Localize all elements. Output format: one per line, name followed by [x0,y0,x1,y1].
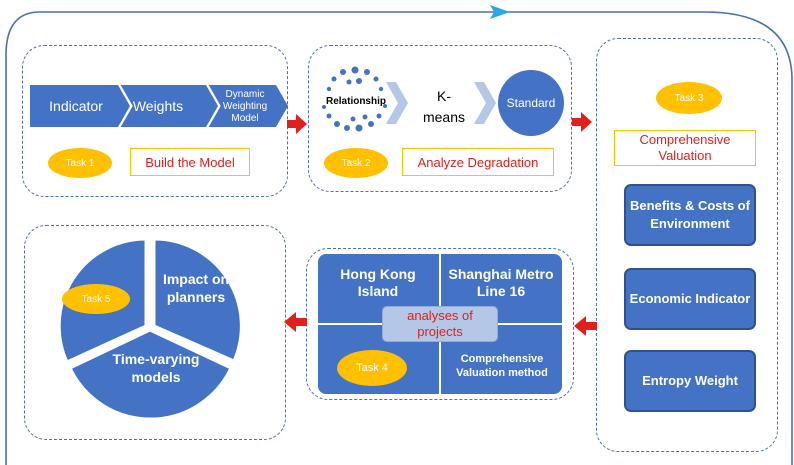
analyze-degradation-label: Analyze Degradation [402,148,554,176]
outcome-pie-chart [57,237,243,421]
panel-comprehensive-valuation [596,38,778,452]
arrow-2-to-3 [572,112,592,132]
task-5-badge: Task 5 [62,284,130,314]
flow-direction-arrow [490,5,510,19]
quadrant-hong-kong-island: Hong Kong Island [340,265,416,300]
chevron-arrow-1 [386,82,408,124]
step-chevrons [30,85,288,127]
comprehensive-valuation-label: Comprehensive Valuation [614,130,756,166]
quadrant-shanghai-metro: Shanghai Metro Line 16 [448,265,554,300]
step-dynamic-model: Dynamic Weighting Model [222,89,268,124]
standard-circle: Standard [498,70,564,136]
benefits-costs-box: Benefits & Costs of Environment [624,184,756,246]
arrow-4-to-5 [284,312,307,332]
step-weights: Weights [132,98,184,114]
chevron-weights [120,85,218,127]
chevron-arrow-2 [474,82,496,124]
arrow-1-to-2 [287,114,307,134]
step-indicator: Indicator [49,98,103,114]
arrow-3-to-4 [574,316,597,336]
time-varying-models-label: Time-varying models [112,351,200,386]
k-means-label: K-means [422,88,466,125]
cluster-dots [322,66,387,132]
panel-analyze-degradation [308,45,572,192]
build-model-label: Build the Model [130,148,250,176]
entropy-weight-box: Entropy Weight [624,350,756,412]
task-4-badge: Task 4 [337,350,407,386]
task-1-badge: Task 1 [48,148,112,178]
impact-on-planners-label: Impact on planners [162,271,230,306]
relationship-label: Relationship [325,96,386,107]
task-2-badge: Task 2 [324,148,388,178]
panel-outcomes [24,225,286,440]
task-3-badge: Task 3 [656,82,722,114]
chevron-indicator [30,85,130,127]
quadrant-valuation-method: Comprehensive Valuation method [456,353,548,379]
analyses-of-projects-label: analyses of projects [382,306,498,342]
pie-slice-time-varying-models [68,328,233,421]
chevron-dynamic-model [208,85,288,127]
pie-slice-impact-on-planners [152,237,243,363]
economic-indicator-box: Economic Indicator [624,268,756,330]
